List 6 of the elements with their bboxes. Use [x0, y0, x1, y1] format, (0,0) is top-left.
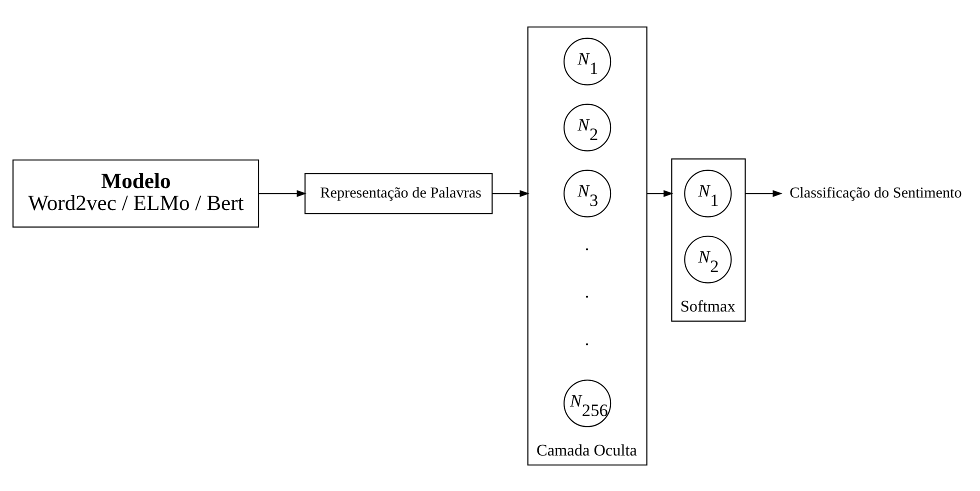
label: · [584, 287, 590, 306]
node-label: Softmax [680, 296, 736, 315]
node-text: Classificação do Sentimento [790, 185, 962, 202]
node-label: Camada Oculta [536, 440, 637, 459]
label: · [584, 334, 590, 354]
label: · [584, 239, 590, 258]
